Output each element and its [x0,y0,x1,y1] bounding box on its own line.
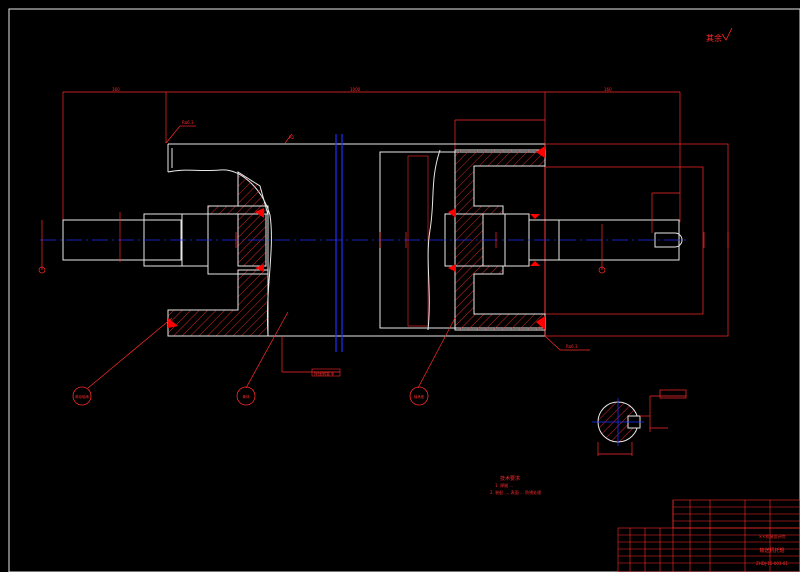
balloon-3-label: 轴承座 [414,394,425,399]
dim-left-segment: 160 [112,87,120,92]
corner-note: 其余 [706,33,722,43]
left-shaft [62,213,209,267]
leader-lines [87,125,590,389]
leader-right-bottom: Ra6.3 [566,344,578,349]
center-tag-box [311,368,341,377]
balloon-1-label: 滚动轴承 [75,394,89,399]
leader-left-roughness: Ra6.3 [182,120,194,125]
right-shaft [504,213,683,267]
dim-right-segment: 160 [604,87,612,92]
roughness-symbol-corner [721,27,733,41]
keyway-dimension [651,192,680,233]
title-block-company: ××机械设计院 [759,533,786,539]
vertical-centerlines [335,134,343,352]
tech-req-line-2: 2. 装配 ..., 表面 ... 防锈处理 [490,489,541,495]
center-tag: 焊接钢管 φ [314,370,334,376]
title-block-drawing-no: ZHDJ-15-003-01 [756,561,788,566]
end-dimensions [38,212,729,274]
top-dimensions [62,91,681,222]
tech-req-line-1: 1. 焊缝 ... [495,482,513,488]
balloon-2: 筒体 [236,386,256,406]
break-line-right [427,149,441,331]
title-block [617,499,800,572]
dim-middle-segment: 1000 [350,87,361,92]
shaft-section-view [592,389,687,456]
title-block-drawing-name: 输送机托辊 [759,547,784,554]
right-bearing-housing [444,146,546,331]
sheet-border [8,8,800,572]
left-bearing-housing [167,171,269,337]
leader-top-callout: R2 [289,135,295,140]
balloon-1: 滚动轴承 [72,386,92,406]
right-upper-dimension [454,119,545,150]
balloon-3: 轴承座 [409,386,429,406]
tech-req-heading: 技术要求 [500,475,520,482]
balloon-2-label: 筒体 [243,394,250,399]
